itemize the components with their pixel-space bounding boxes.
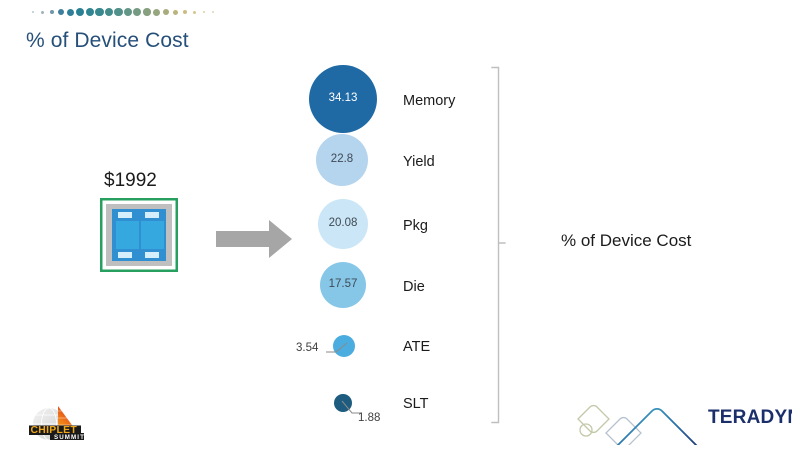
bracket-caption: % of Device Cost — [561, 231, 692, 250]
decorative-dot — [152, 8, 160, 16]
bubble-chart: 34.13 Memory 22.8 Yield 20.08 Pkg 17.57 Die 3.54… — [290, 55, 520, 435]
flow-arrow-icon — [216, 220, 292, 258]
device-cost-value: $1992 — [104, 170, 157, 191]
decorative-dot-strip — [28, 4, 218, 20]
bubble-value: 22.8 — [330, 153, 354, 166]
decorative-dot — [212, 11, 215, 13]
decorative-dot — [31, 11, 34, 13]
bubble-label-pkg: Pkg — [403, 218, 428, 234]
teradyne-wordmark: TERADYNE — [708, 407, 792, 428]
bubble-ate[interactable] — [333, 335, 355, 357]
decorative-dot — [114, 7, 123, 17]
bubble-label-die: Die — [403, 279, 425, 295]
page-title: % of Device Cost — [26, 29, 189, 52]
decorative-dot — [192, 10, 196, 14]
decorative-dot — [49, 9, 54, 15]
bubble-label-ate: ATE — [403, 339, 431, 355]
chiplet-wordmark: CHIPLET — [31, 425, 78, 436]
decorative-dot — [58, 9, 65, 15]
chiplet-package-icon — [100, 198, 178, 272]
bubble-pkg[interactable]: 20.08 — [318, 199, 368, 249]
bubble-value: 17.57 — [328, 278, 358, 291]
decorative-dot — [182, 10, 187, 14]
decorative-dot — [40, 10, 44, 14]
decorative-dot — [67, 8, 75, 16]
decorative-dot — [95, 7, 104, 17]
decorative-dot — [143, 8, 151, 16]
decorative-dot — [76, 8, 85, 16]
grouping-bracket — [491, 66, 506, 424]
bubble-label-memory: Memory — [403, 93, 456, 109]
bubble-value: 34.13 — [328, 92, 358, 105]
decorative-dot — [172, 9, 178, 15]
bubble-value: 1.88 — [358, 412, 381, 424]
decorative-dot — [162, 9, 169, 15]
bubble-die[interactable]: 17.57 — [320, 262, 366, 308]
bubble-value: 20.08 — [328, 217, 358, 230]
teradyne-logo: TERADYNE — [577, 404, 792, 445]
bubble-value: 3.54 — [296, 342, 319, 354]
bubble-memory[interactable]: 34.13 — [309, 65, 377, 133]
decorative-dot — [104, 7, 113, 17]
bubble-slt[interactable] — [334, 394, 352, 412]
summit-wordmark: SUMMIT — [54, 434, 85, 441]
decorative-dot — [85, 7, 94, 17]
decorative-dot — [123, 7, 132, 17]
chiplet-summit-logo: CHIPLET SUMMIT — [29, 406, 85, 441]
bubble-yield[interactable]: 22.8 — [316, 134, 368, 186]
bubble-label-slt: SLT — [403, 396, 429, 412]
decorative-dot — [133, 8, 142, 16]
bubble-label-yield: Yield — [403, 154, 435, 170]
decorative-dot — [202, 10, 205, 14]
